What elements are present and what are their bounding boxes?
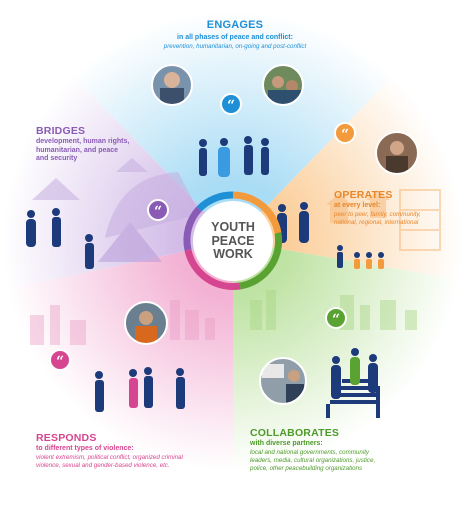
camera-photo-circle [376, 132, 418, 174]
collaborates-detail-3: police, other peacebuilding organization… [250, 464, 363, 472]
center-line-3: WORK [213, 247, 253, 261]
collaborates-detail-2: leaders, media, cultural organizations, … [250, 456, 376, 464]
responds-detail-1: violent extremism, political conflict, o… [36, 453, 183, 461]
engages-detail: prevention, humanitarian, on-going and p… [163, 42, 307, 50]
operates-title: OPERATES [334, 189, 393, 201]
collaborates-block: COLLABORATES with diverse partners: loca… [250, 427, 450, 473]
engages-subtitle: in all phases of peace and conflict: [177, 34, 293, 41]
collaborates-detail-1: local and national governments, communit… [250, 448, 370, 456]
responds-city-scenery [30, 300, 215, 345]
bridges-subtitle-2: humanitarian, and peace [36, 146, 119, 154]
engages-title: ENGAGES [206, 19, 264, 31]
svg-text:“: “ [154, 204, 162, 220]
quote-badge-icon: “ [147, 199, 169, 221]
operates-block: OPERATES at every level: peer to peer, f… [334, 189, 464, 227]
center-line-1: YOUTH [211, 220, 255, 234]
collaborates-subtitle: with diverse partners: [250, 440, 323, 447]
camera-photo-circle [125, 302, 167, 344]
responds-title: RESPONDS [36, 432, 97, 444]
center-ring [183, 191, 283, 291]
operates-detail-2: national, regional, international [334, 218, 419, 226]
camera-photo-circle [152, 65, 192, 105]
bridges-title: BRIDGES [36, 125, 86, 137]
collaborates-title: COLLABORATES [250, 427, 340, 439]
responds-subtitle: to different types of violence: [36, 445, 134, 452]
responds-detail-2: violence, sexual and gender-based violen… [36, 461, 170, 469]
engages-block: ENGAGES in all phases of peace and confl… [117, 19, 353, 51]
svg-text:“: “ [56, 354, 64, 370]
sector-engages [73, 11, 393, 241]
camera-photo-circle [263, 65, 303, 105]
svg-text:“: “ [227, 98, 235, 114]
operates-subtitle: at every level: [334, 202, 381, 209]
quote-badge-icon: “ [49, 349, 71, 371]
operates-detail-1: peer to peer, family, community, [334, 210, 421, 218]
center-label: YOUTH PEACE WORK [193, 220, 273, 262]
quote-badge-icon: “ [220, 93, 242, 115]
quote-badge-icon: “ [334, 122, 356, 144]
bridges-subtitle-3: and security [36, 155, 78, 162]
operates-houses-scenery [326, 189, 441, 251]
people-figures [26, 136, 384, 412]
responds-block: RESPONDS to different types of violence:… [36, 432, 226, 470]
bridges-subtitle-1: development, human rights, [36, 138, 130, 145]
svg-text:“: “ [332, 312, 340, 328]
sector-responds [5, 241, 233, 472]
svg-text:“: “ [341, 127, 349, 143]
center-line-2: PEACE [211, 233, 255, 248]
quote-badge-icon: “ [325, 307, 347, 329]
bridges-block: BRIDGES development, human rights, human… [36, 125, 176, 164]
sector-collaborates [233, 241, 463, 472]
collaborates-city-scenery [250, 290, 417, 330]
